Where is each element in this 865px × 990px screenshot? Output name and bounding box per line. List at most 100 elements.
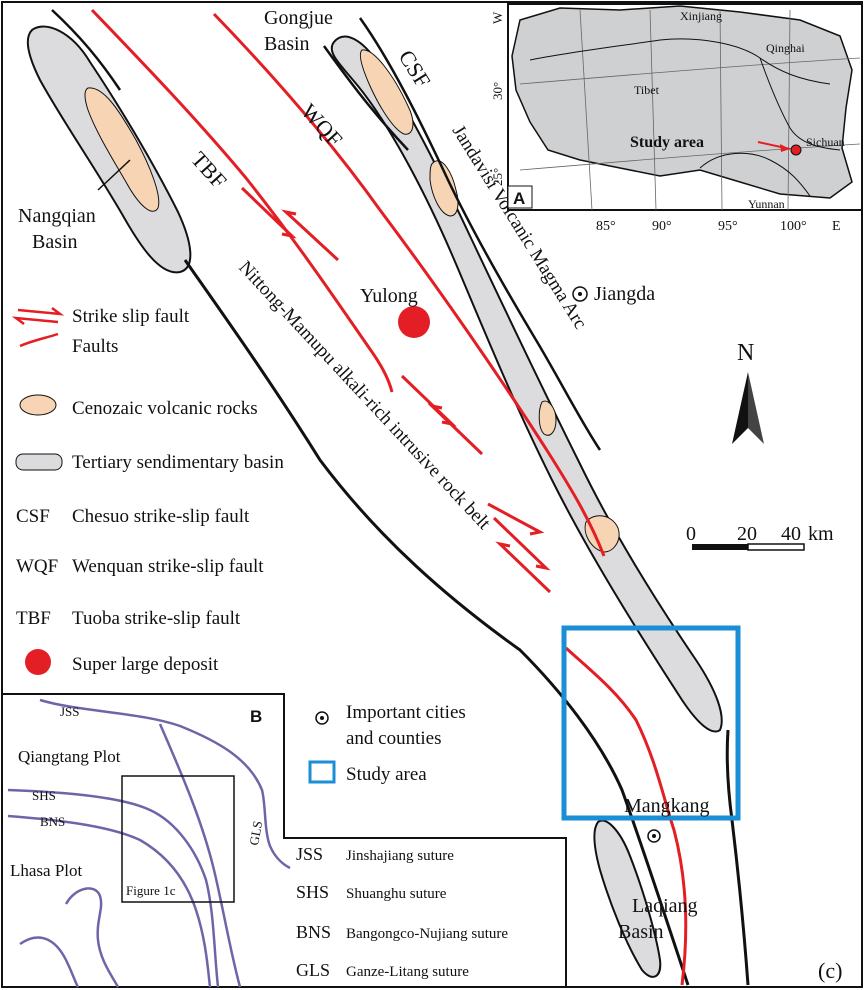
shs-suture-line (7, 788, 220, 988)
region-xinjiang: Xinjiang (680, 9, 722, 23)
suture-shs-name: Shuanghu suture (346, 886, 447, 902)
inset-b-label: B (250, 707, 262, 726)
legend-basin-symbol (15, 453, 63, 471)
inset-a-label: A (513, 189, 525, 208)
inset-a-corner-label: W (490, 11, 505, 24)
legend-basin-label: Tertiary sendimentary basin (72, 452, 284, 473)
inset-a-label-box (507, 185, 533, 209)
study-area-box (561, 625, 741, 821)
tbf-upper-line (51, 9, 122, 91)
inset-b-sutures (7, 698, 291, 988)
csf-volcanic-2 (429, 160, 459, 217)
suture-shs-abbr: SHS (296, 882, 329, 902)
nangqian-basin-label-2: Basin (32, 231, 78, 253)
suture-jss-abbr: JSS (296, 844, 323, 864)
wqf-fault (212, 12, 606, 557)
jss-suture-line (39, 698, 291, 870)
legend-deposit-label: Super large deposit (72, 654, 219, 675)
lon-e: E (832, 219, 841, 234)
figure-1c-label: Figure 1c (126, 883, 176, 898)
csf-volcanic-1 (359, 49, 414, 135)
suture-gls-name: Ganze-Litang suture (346, 964, 469, 980)
lat-25: 25° (490, 168, 505, 186)
scale-bar (692, 543, 805, 551)
legend-fault-symbol (19, 332, 59, 348)
lat-30: 30° (490, 82, 505, 100)
legend-strike-slip-symbol (11, 307, 65, 325)
region-sichuan: Sichuan (806, 135, 845, 149)
laqiang-basin-label-1: Laqiang (632, 895, 698, 917)
laqiang-basin (593, 819, 662, 978)
mangkang-city-marker (647, 829, 661, 843)
laqiang-basin-label-2: Basin (618, 921, 664, 943)
legend-cities-label-1: Important cities (346, 702, 466, 723)
suture-jss-name: Jinshajiang suture (346, 848, 454, 864)
lon-85: 85° (596, 219, 616, 234)
jiangda-city-marker (572, 286, 588, 302)
yulong-deposit-marker (398, 306, 430, 338)
inset-a: Xinjiang Qinghai Tibet Sichuan Yunnan St… (490, 3, 863, 234)
inset-a-study-label: Study area (630, 134, 704, 151)
suture-bns-abbr: BNS (296, 922, 331, 942)
legend-faults-label: Faults (72, 336, 118, 357)
csf-west-line (322, 45, 409, 151)
csf-volcanic-3 (538, 400, 557, 436)
legend-study-area-symbol (308, 760, 336, 784)
lhasa-boundary-line (19, 936, 80, 988)
gls-label: GLS (246, 820, 265, 847)
inset-a-borders (529, 38, 841, 197)
scale-tick-40: 40 (781, 523, 801, 545)
legend-tbf-abbr: TBF (16, 608, 51, 629)
legend-csf-name: Chesuo strike-slip fault (72, 506, 250, 527)
legend: Strike slip fault Faults Cenozaic volcan… (11, 306, 466, 785)
qiangtang-plot-label: Qiangtang Plot (18, 747, 121, 766)
north-arrow (732, 372, 764, 444)
csf-volcanic-4 (584, 515, 620, 553)
nangqian-basin-label-1: Nangqian (18, 205, 96, 227)
legend-deposit-symbol (25, 649, 51, 675)
lhasa-plot-label: Lhasa Plot (10, 861, 83, 880)
suture-bns-name: Bangongco-Nujiang suture (346, 926, 508, 942)
jss-label: JSS (60, 704, 80, 719)
figure-1c-box (121, 775, 235, 903)
eastern-boundary-line (725, 729, 750, 986)
legend-volcanic-label: Cenozaic volcanic rocks (72, 398, 258, 419)
lon-95: 95° (718, 219, 738, 234)
jiangda-label: Jiangda (594, 283, 655, 305)
legend-csf-abbr: CSF (16, 506, 50, 527)
legend-cities-label-2: and counties (346, 728, 442, 749)
legend-study-area-label: Study area (346, 764, 427, 785)
gls-suture-line (158, 723, 242, 988)
strike-slip-arrows (240, 186, 552, 594)
inset-a-study-marker (790, 144, 802, 156)
legend-volcanic-symbol (19, 394, 57, 416)
bns-suture-line (7, 814, 212, 988)
shs-label: SHS (32, 788, 56, 803)
western-boundary-line (183, 259, 690, 986)
legend-tbf-name: Tuoba strike-slip fault (72, 608, 241, 629)
legend-strike-slip-label: Strike slip fault (72, 306, 190, 327)
wqf-label: WQF (296, 99, 347, 152)
lhasa-inner-line (64, 887, 120, 988)
region-qinghai: Qinghai (766, 41, 805, 55)
yulong-label: Yulong (360, 285, 418, 307)
legend-city-symbol (315, 711, 329, 725)
inset-a-graticule (519, 9, 861, 211)
lon-100: 100° (780, 219, 807, 234)
bns-label: BNS (40, 814, 65, 829)
legend-wqf-abbr: WQF (16, 556, 58, 577)
study-area-fault (564, 646, 688, 986)
mangkang-label: Mangkang (624, 795, 710, 817)
scale-tick-0: 0 (686, 523, 696, 545)
region-tibet: Tibet (634, 83, 660, 97)
inset-b: B Qiangtang Plot Lhasa Plot JSS SHS BNS … (2, 693, 567, 988)
csf-basin (330, 35, 723, 733)
nangqian-leader (97, 159, 131, 191)
scale-tick-20: 20 (737, 523, 757, 545)
lon-90: 90° (652, 219, 672, 234)
gongjue-basin-label-1: Gongjue (264, 7, 333, 29)
suture-gls-abbr: GLS (296, 960, 330, 980)
